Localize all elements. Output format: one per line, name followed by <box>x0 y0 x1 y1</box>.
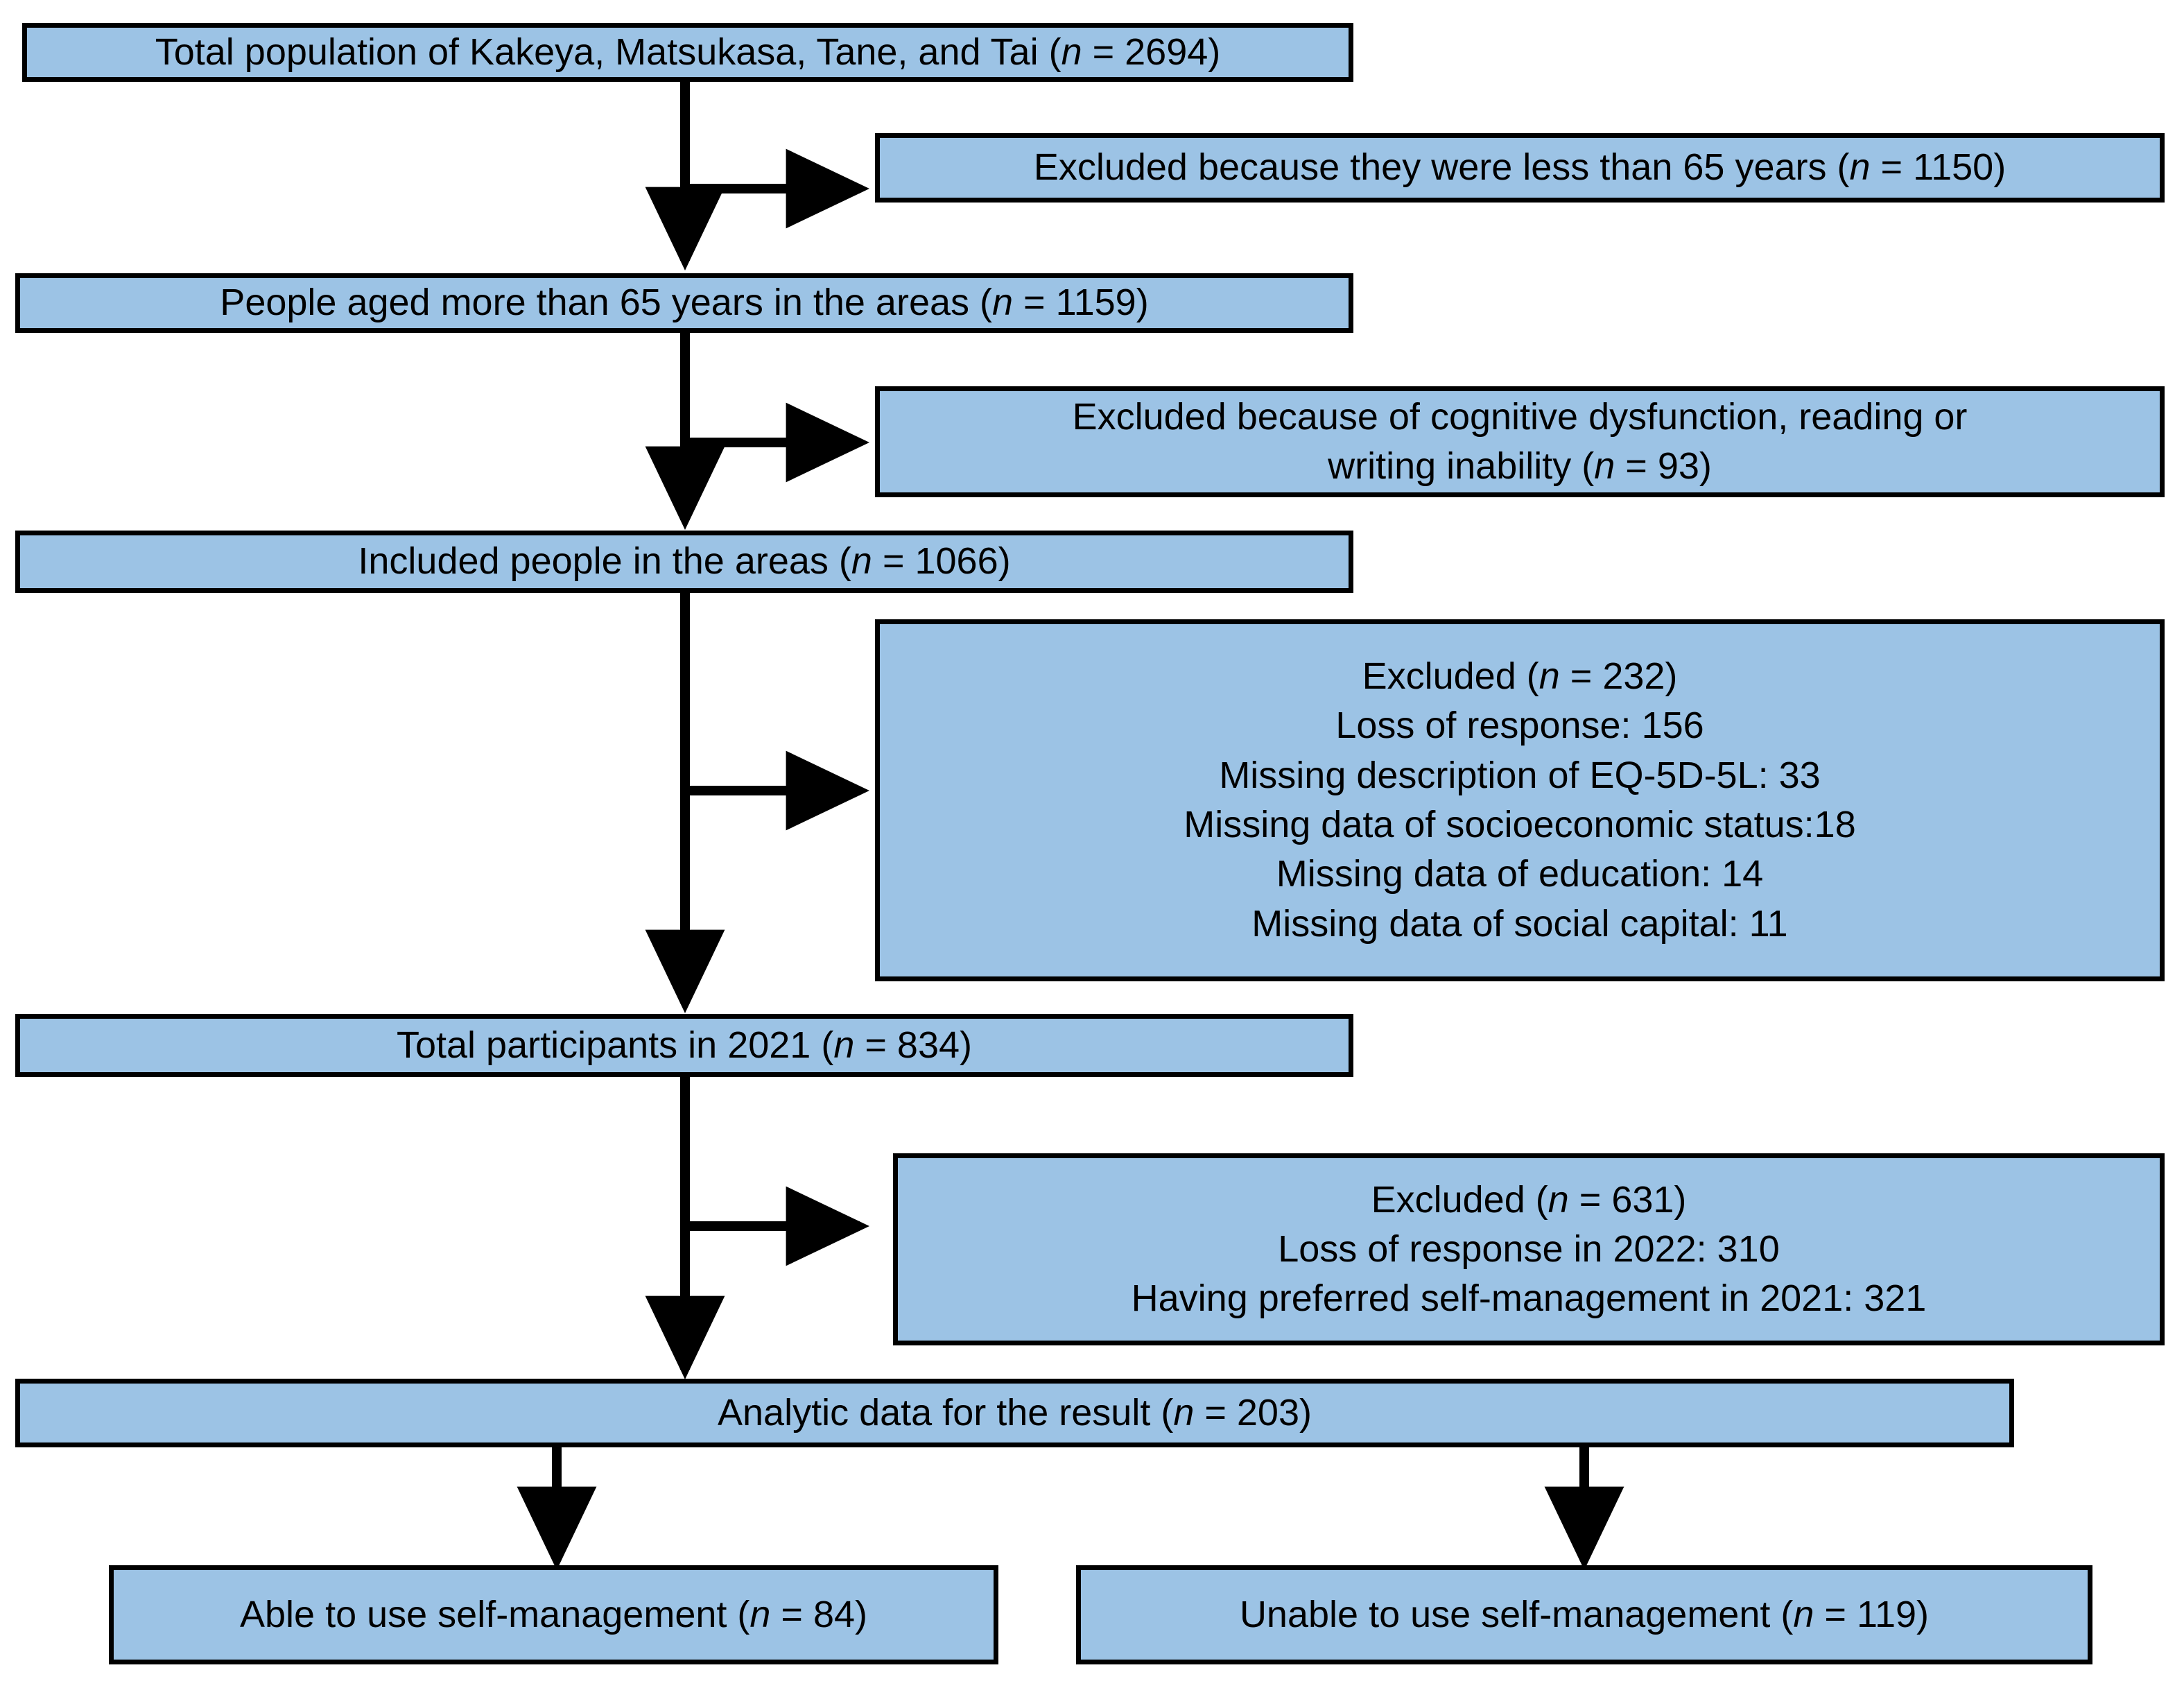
node-total-population[interactable]: Total population of Kakeya, Matsukasa, T… <box>22 23 1353 82</box>
node-excluded-232-line3: Missing description of EQ-5D-5L: 33 <box>1219 754 1821 796</box>
italic-n: n <box>1061 31 1082 73</box>
node-excluded-age[interactable]: Excluded because they were less than 65 … <box>875 133 2165 203</box>
node-analytic-data-line1: Analytic data for the result (n = 203) <box>718 1391 1312 1433</box>
italic-n: n <box>833 1024 855 1066</box>
node-total-population-line1: Total population of Kakeya, Matsukasa, T… <box>155 31 1221 73</box>
italic-n: n <box>1173 1391 1195 1433</box>
node-aged-over-65[interactable]: People aged more than 65 years in the ar… <box>15 273 1353 333</box>
node-excluded-631-line2: Loss of response in 2022: 310 <box>1278 1228 1780 1270</box>
node-excluded-631-line3: Having preferred self-management in 2021… <box>1131 1277 1927 1320</box>
node-excluded-232[interactable]: Excluded (n = 232) Loss of response: 156… <box>875 619 2165 981</box>
italic-n: n <box>851 540 872 583</box>
node-aged-over-65-line1: People aged more than 65 years in the ar… <box>220 282 1149 324</box>
italic-n: n <box>1548 1178 1569 1221</box>
italic-n: n <box>1793 1593 1814 1635</box>
node-unable-self-management[interactable]: Unable to use self-management (n = 119) <box>1076 1565 2092 1664</box>
node-excluded-232-line1: Excluded (n = 232) <box>1362 655 1678 698</box>
node-excluded-cognitive[interactable]: Excluded because of cognitive dysfunctio… <box>875 386 2165 497</box>
node-excluded-cognitive-line1: Excluded because of cognitive dysfunctio… <box>1072 395 1968 438</box>
node-analytic-data[interactable]: Analytic data for the result (n = 203) <box>15 1379 2014 1447</box>
node-excluded-232-line2: Loss of response: 156 <box>1335 705 1704 747</box>
node-included-people[interactable]: Included people in the areas (n = 1066) <box>15 531 1353 593</box>
node-excluded-631-line1: Excluded (n = 631) <box>1371 1178 1687 1221</box>
node-able-self-management[interactable]: Able to use self-management (n = 84) <box>109 1565 998 1664</box>
node-total-participants[interactable]: Total participants in 2021 (n = 834) <box>15 1014 1353 1077</box>
italic-n: n <box>1849 146 1871 189</box>
node-excluded-631[interactable]: Excluded (n = 631) Loss of response in 2… <box>893 1153 2165 1345</box>
node-excluded-232-line6: Missing data of social capital: 11 <box>1251 902 1788 945</box>
node-excluded-cognitive-line2: writing inability (n = 93) <box>1328 445 1712 487</box>
italic-n: n <box>1539 655 1560 698</box>
italic-n: n <box>1594 445 1615 487</box>
node-included-people-line1: Included people in the areas (n = 1066) <box>358 540 1011 583</box>
italic-n: n <box>749 1593 771 1635</box>
italic-n: n <box>992 282 1014 324</box>
node-excluded-232-line4: Missing data of socioeconomic status:18 <box>1184 804 1856 845</box>
node-able-self-management-line1: Able to use self-management (n = 84) <box>239 1593 868 1635</box>
node-total-participants-line1: Total participants in 2021 (n = 834) <box>396 1024 973 1066</box>
node-excluded-232-line5: Missing data of education: 14 <box>1276 853 1764 895</box>
node-unable-self-management-line1: Unable to use self-management (n = 119) <box>1239 1593 1930 1635</box>
node-excluded-age-line1: Excluded because they were less than 65 … <box>1033 146 2007 189</box>
